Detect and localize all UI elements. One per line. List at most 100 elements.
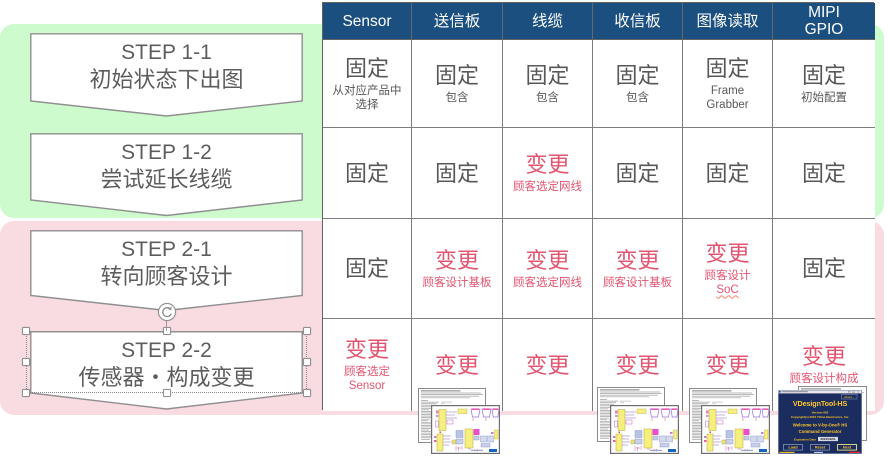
step-banner-step-1-2[interactable]: STEP 1-2 尝试延长线缆 [30,133,303,218]
vdesign-expiration-label: Expiration Date [794,437,816,441]
next-button-label: Next [843,446,852,450]
cell-r1c4[interactable]: 固定包含 [593,40,683,128]
cell-r2c2[interactable]: 固定 [412,128,503,219]
selection-handle[interactable] [303,358,311,366]
selection-handle[interactable] [22,389,30,397]
cell-r3c4[interactable]: 变更顾客设计基板 [593,219,683,319]
cell-r2c4[interactable]: 固定 [593,128,683,219]
cell-r4c1[interactable]: 变更顾客选定 Sensor [323,319,412,411]
selection-handle[interactable] [162,389,171,397]
step-banner-subtitle: 传感器・构成变更 [78,365,255,390]
schematic-art [610,405,679,454]
cell-note: 顾客设计基板 [603,276,672,290]
selection-handle[interactable] [22,327,30,335]
state-fixed: 固定 [705,55,750,81]
cell-note: 从对应产品中选择 [333,84,402,112]
cell-note-line: Sensor [348,380,386,392]
cell-note-line: Grabber [706,98,749,111]
next-button[interactable]: Next [837,444,857,451]
cell-r3c2[interactable]: 变更顾客设计基板 [412,219,503,319]
state-changed: 变更 [434,247,479,273]
cell-r1c6[interactable]: 固定初始配置 [773,40,875,128]
cell-r3c1[interactable]: 固定 [323,219,412,319]
state-fixed: 固定 [615,62,660,88]
cell-r2c6[interactable]: 固定 [773,128,875,219]
about-button[interactable]: About... [841,394,858,400]
cell-r3c3[interactable]: 变更顾客选定网线 [503,219,593,319]
cell-r2c1[interactable]: 固定 [323,128,412,219]
selection-handle[interactable] [22,358,30,366]
step-banner-subtitle: 尝试延长线缆 [100,167,233,192]
column-header-sensor[interactable]: Sensor [323,3,412,40]
state-fixed: 固定 [801,62,846,88]
selection-handle[interactable] [303,389,311,397]
load-button-label: Load [788,446,798,450]
state-fixed: 固定 [434,62,479,88]
vdesigntool-window[interactable]: About... VDesignTool-HS Version 063 Copy… [778,390,862,454]
column-header-text: MIPI [808,4,840,21]
cell-note-line: 顾客设计基板 [422,276,492,289]
column-header-送信板[interactable]: 送信板 [412,3,503,40]
cell-note: 包含 [446,91,469,105]
step-banner-step-2-1[interactable]: STEP 2-1 转向顾客设计 [30,229,303,313]
banner-shape [30,33,303,117]
column-header-线缆[interactable]: 线缆 [503,3,593,40]
cell-note-line: 顾客选定网线 [513,276,582,289]
state-fixed: 固定 [801,160,846,186]
selection-handle[interactable] [303,327,311,335]
cell-r1c3[interactable]: 固定包含 [503,40,593,128]
state-changed: 变更 [705,240,750,266]
cell-note-line-misspelled: SoC [716,283,739,296]
cell-note-line: 顾客选定 [344,366,390,378]
cell-note: 顾客设计构成 [790,372,859,386]
reset-button[interactable]: Reset [810,444,830,451]
cell-note: 顾客选定网线 [513,276,582,290]
step-banner-step-2-2[interactable]: STEP 2-2 传感器・构成变更 [30,331,303,411]
statusbar-right-text [849,451,860,453]
banner-shape [30,229,303,311]
cell-r1c2[interactable]: 固定包含 [412,40,503,128]
step-banner-title: STEP 1-2 [121,141,212,164]
vdesign-welcome-2: Command Generator [799,429,842,434]
state-fixed: 固定 [615,160,660,186]
step-banner-title: STEP 2-1 [121,237,212,261]
about-button-label: About... [844,395,854,399]
cell-note-line: 从对应产品中 [332,84,402,97]
rotation-stem [166,320,167,331]
step-banner-subtitle: 转向顾客设计 [100,263,233,289]
schematic-thumbnail[interactable] [431,405,500,454]
state-fixed: 固定 [344,55,389,81]
banner-shape [30,133,303,217]
state-fixed: 固定 [705,160,750,186]
vdesign-welcome-1: Welcome to V-by-One® HS [793,423,848,428]
cell-note-line: Frame [710,84,745,97]
cell-note-line: 顾客设计 [704,269,751,282]
cell-r4c3[interactable]: 变更 [503,319,593,411]
column-header-收信板[interactable]: 收信板 [593,3,683,40]
state-changed: 变更 [434,352,479,378]
state-changed: 变更 [344,337,389,362]
cell-r3c6[interactable]: 固定 [773,219,875,319]
cell-r2c5[interactable]: 固定 [683,128,773,219]
vdesign-expiration-value: 2021/10/01 [820,437,835,441]
statusbar-center-text [814,451,823,453]
rotation-handle[interactable] [157,303,176,321]
selection-outline [26,331,307,393]
column-header-text: 送信板 [433,12,481,30]
schematic-thumbnail[interactable] [610,405,679,454]
load-button[interactable]: Load [783,444,803,451]
step-banner-step-1-1[interactable]: STEP 1-1 初始状态下出图 [30,33,303,118]
column-header-图像读取[interactable]: 图像读取 [683,3,773,40]
cell-r2c3[interactable]: 变更顾客选定网线 [503,128,593,219]
cell-r1c1[interactable]: 固定从对应产品中选择 [323,40,412,128]
window-controls[interactable] [848,390,860,393]
schematic-art [701,405,770,454]
cell-note: 顾客选定网线 [513,180,582,194]
step-banner-subtitle: 初始状态下出图 [89,67,244,92]
schematic-thumbnail[interactable] [701,405,770,454]
